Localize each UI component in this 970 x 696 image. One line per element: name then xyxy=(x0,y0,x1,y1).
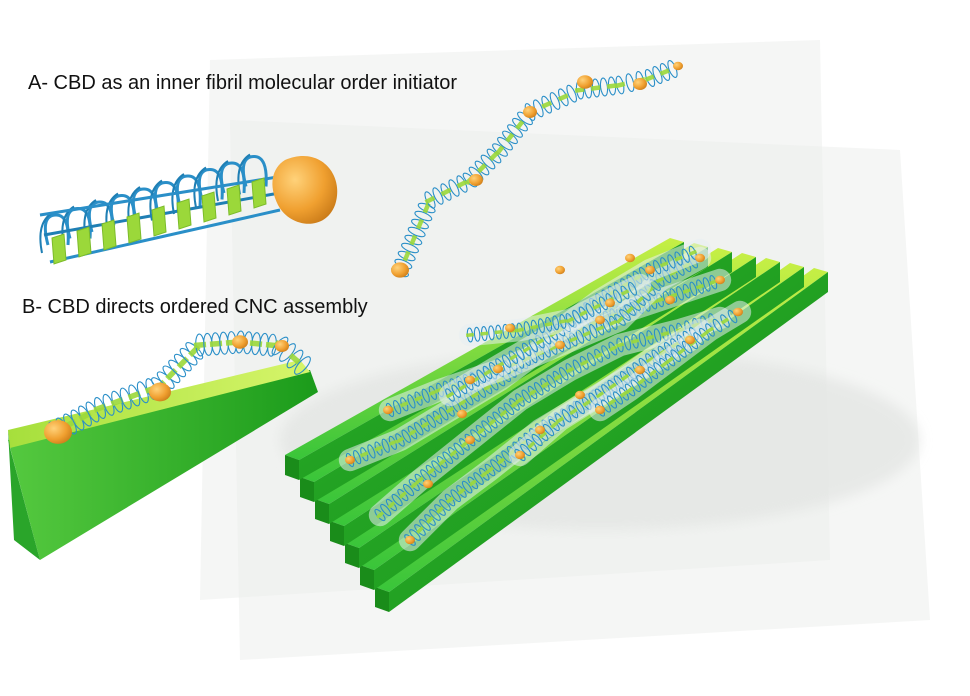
cbd-bead-icon xyxy=(469,174,483,186)
cbd-bead-icon xyxy=(575,390,585,400)
cbd-bead-icon xyxy=(673,61,683,71)
cbd-bead-icon xyxy=(275,340,289,352)
free-protein-chain xyxy=(391,59,683,278)
cbd-bead-icon xyxy=(733,307,743,317)
cbd-bead-icon xyxy=(605,298,615,308)
cbd-domain-icon xyxy=(272,156,338,224)
cbd-bead-icon xyxy=(715,275,725,285)
cbd-bead-icon xyxy=(391,262,409,278)
cbd-bead-icon xyxy=(695,253,705,263)
cbd-bead-icon xyxy=(515,450,525,460)
cbd-bead-icon xyxy=(625,253,635,263)
protein-closeup xyxy=(39,153,338,265)
panel-a-label: A- CBD as an inner fibril molecular orde… xyxy=(28,72,458,94)
cbd-bead-icon xyxy=(523,106,537,118)
cbd-bead-icon xyxy=(465,435,475,445)
cbd-bead-icon xyxy=(555,340,565,350)
cbd-bead-icon xyxy=(555,265,565,275)
left-protein-chain xyxy=(44,330,311,444)
cbd-bead-icon xyxy=(595,405,605,415)
cbd-bead-icon xyxy=(505,323,515,333)
cbd-bead-icon xyxy=(595,315,605,325)
cbd-bead-icon xyxy=(645,265,655,275)
helical-protein-chain-icon xyxy=(588,300,752,422)
cbd-bead-icon xyxy=(44,420,72,444)
cbd-bead-icon xyxy=(383,405,393,415)
cbd-bead-icon xyxy=(635,365,645,375)
array-protein-chains xyxy=(338,238,752,552)
cbd-bead-icon xyxy=(149,382,171,402)
panel-b-label: B- CBD directs ordered CNC assembly xyxy=(22,296,368,318)
cbd-bead-icon xyxy=(633,78,647,90)
cbd-bead-icon xyxy=(685,335,695,345)
cbd-bead-icon xyxy=(457,409,467,419)
cbd-bead-icon xyxy=(577,75,593,89)
cbd-bead-icon xyxy=(665,295,675,305)
cbd-bead-icon xyxy=(345,455,355,465)
cbd-bead-icon xyxy=(535,425,545,435)
cbd-bead-icon xyxy=(423,479,433,489)
cbd-bead-icon xyxy=(232,335,248,349)
cbd-bead-icon xyxy=(465,375,475,385)
cbd-bead-icon xyxy=(405,535,415,545)
cbd-bead-icon xyxy=(493,364,503,374)
